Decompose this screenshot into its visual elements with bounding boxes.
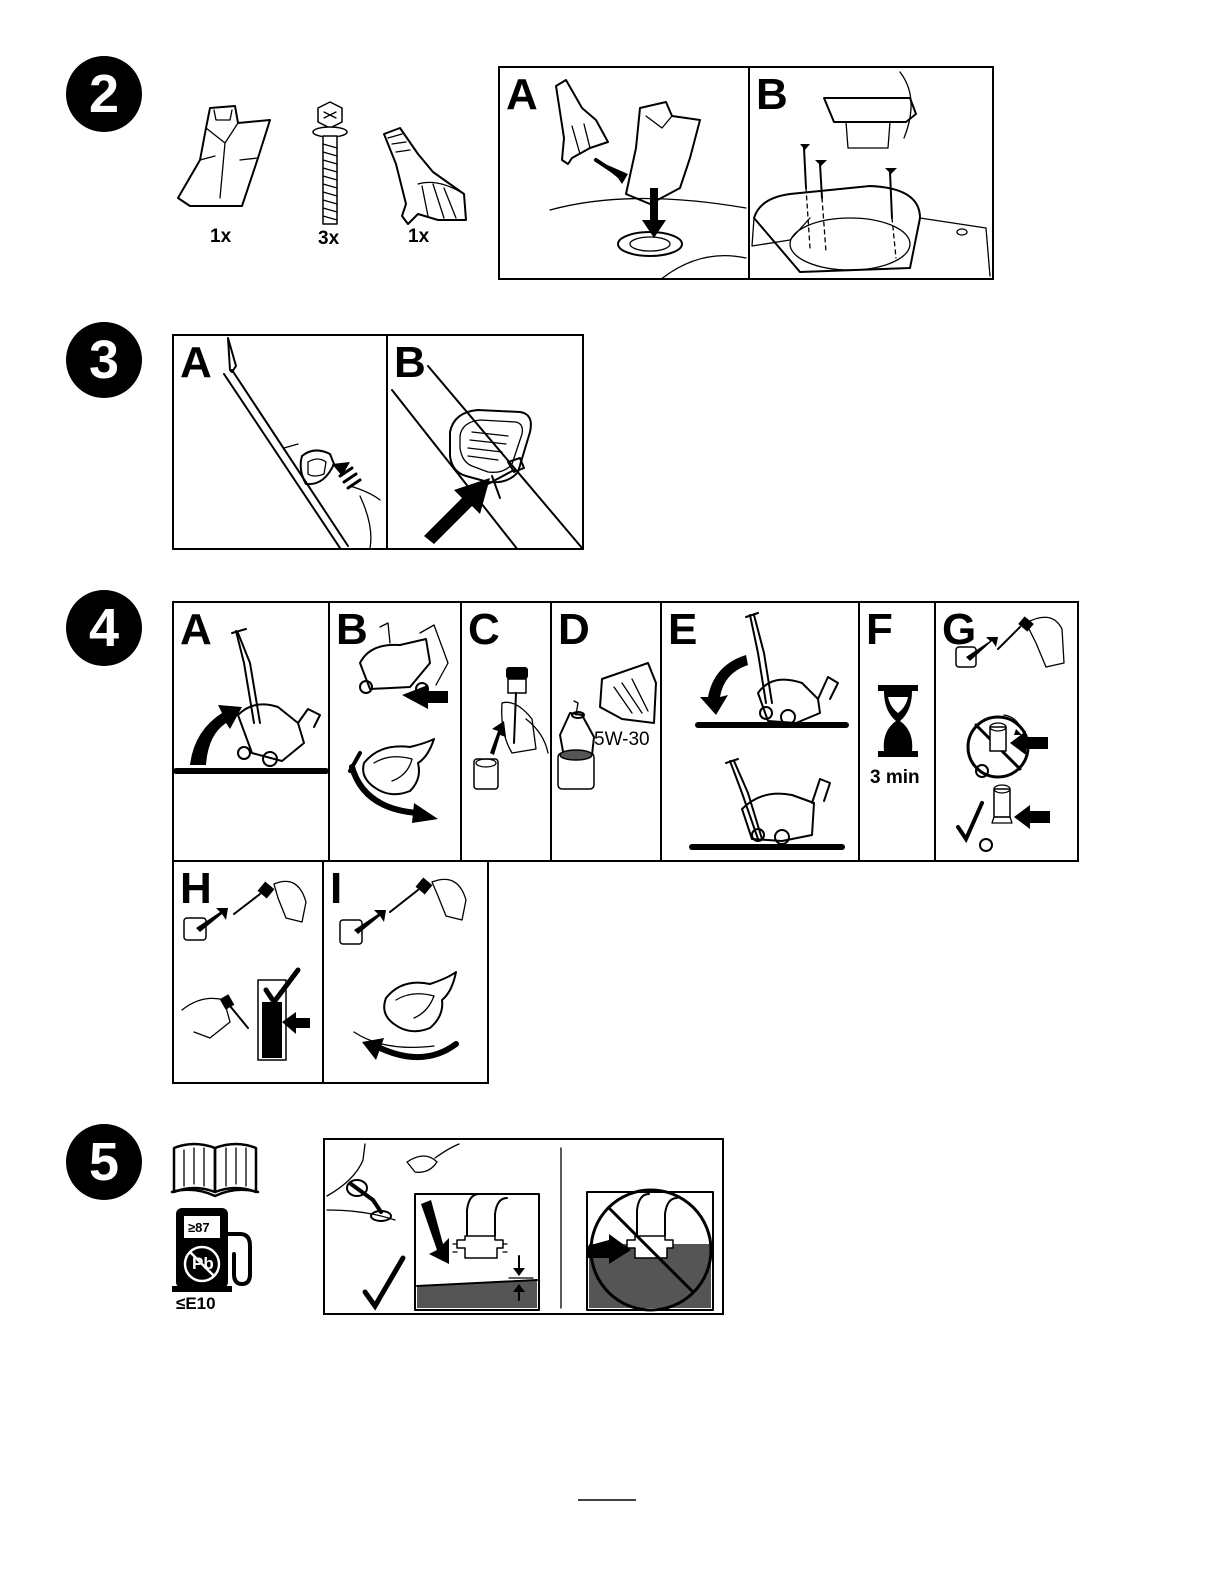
- step-2-panel-a: A: [500, 68, 748, 278]
- part-qty-3: 1x: [408, 226, 429, 248]
- tilt-snowblower-illustration: [174, 603, 328, 860]
- fuel-ethanol-label: ≤E10: [176, 1294, 216, 1314]
- step-4-figure-row-1: A B C: [172, 601, 1079, 862]
- step-4-panel-g: G: [934, 603, 1077, 860]
- chute-deflector-icon: [378, 124, 478, 234]
- step-2-number: 2: [66, 56, 142, 132]
- chute-install-illustration: [500, 68, 748, 278]
- install-drain-plug-illustration: [324, 862, 487, 1082]
- step-5-figure: [323, 1138, 724, 1315]
- step-3-panel-a: A: [174, 336, 386, 548]
- bolt-fasten-illustration: [750, 68, 992, 278]
- handle-pin-illustration: [388, 336, 582, 548]
- step-2-parts: 1x 3x 1x: [170, 98, 480, 258]
- drain-plug-illustration: [330, 603, 460, 860]
- step-4-panel-d: D 5W-30: [550, 603, 660, 860]
- step-4-panel-i: I: [322, 862, 487, 1082]
- manual-book-icon: [170, 1138, 260, 1198]
- step-5-number: 5: [66, 1124, 142, 1200]
- page-footer-rule: [578, 1498, 638, 1502]
- step-2-panel-b: B: [748, 68, 992, 278]
- fuel-pump-icon: ≥87 Pb ≤E10: [170, 1204, 260, 1314]
- step-4-panel-c: C: [460, 603, 550, 860]
- step-4-panel-b: B: [328, 603, 460, 860]
- handle-install-illustration: [174, 336, 386, 548]
- part-qty-2: 3x: [318, 228, 339, 250]
- step-3-panel-b: B: [386, 336, 582, 548]
- fuel-octane-label: ≥87: [188, 1220, 210, 1235]
- lower-snowblower-illustration: [662, 603, 858, 860]
- step-4-panel-e: E: [660, 603, 858, 860]
- step-4-panel-a: A: [174, 603, 328, 860]
- check-oil-level-illustration: [936, 603, 1077, 860]
- step-4-number: 4: [66, 590, 142, 666]
- step-4-panel-h: H: [174, 862, 322, 1082]
- step-4-figure-row-2: H I: [172, 860, 489, 1084]
- hourglass-icon: [860, 603, 934, 860]
- chute-part-icon: [170, 98, 280, 218]
- step-2-figure: A B: [498, 66, 994, 280]
- step-3-figure: A B: [172, 334, 584, 550]
- part-qty-1: 1x: [210, 226, 231, 248]
- fuel-lead-label: Pb: [192, 1254, 214, 1274]
- insert-dipstick-illustration: [174, 862, 322, 1082]
- bolt-icon: [310, 100, 350, 230]
- dipstick-wipe-illustration: [462, 603, 550, 860]
- step-3-number: 3: [66, 322, 142, 398]
- wait-time-label: 3 min: [870, 767, 920, 789]
- oil-grade-label: 5W-30: [594, 729, 650, 751]
- step-4-panel-f: F 3 min: [858, 603, 934, 860]
- fuel-fill-level-illustration: [325, 1140, 722, 1313]
